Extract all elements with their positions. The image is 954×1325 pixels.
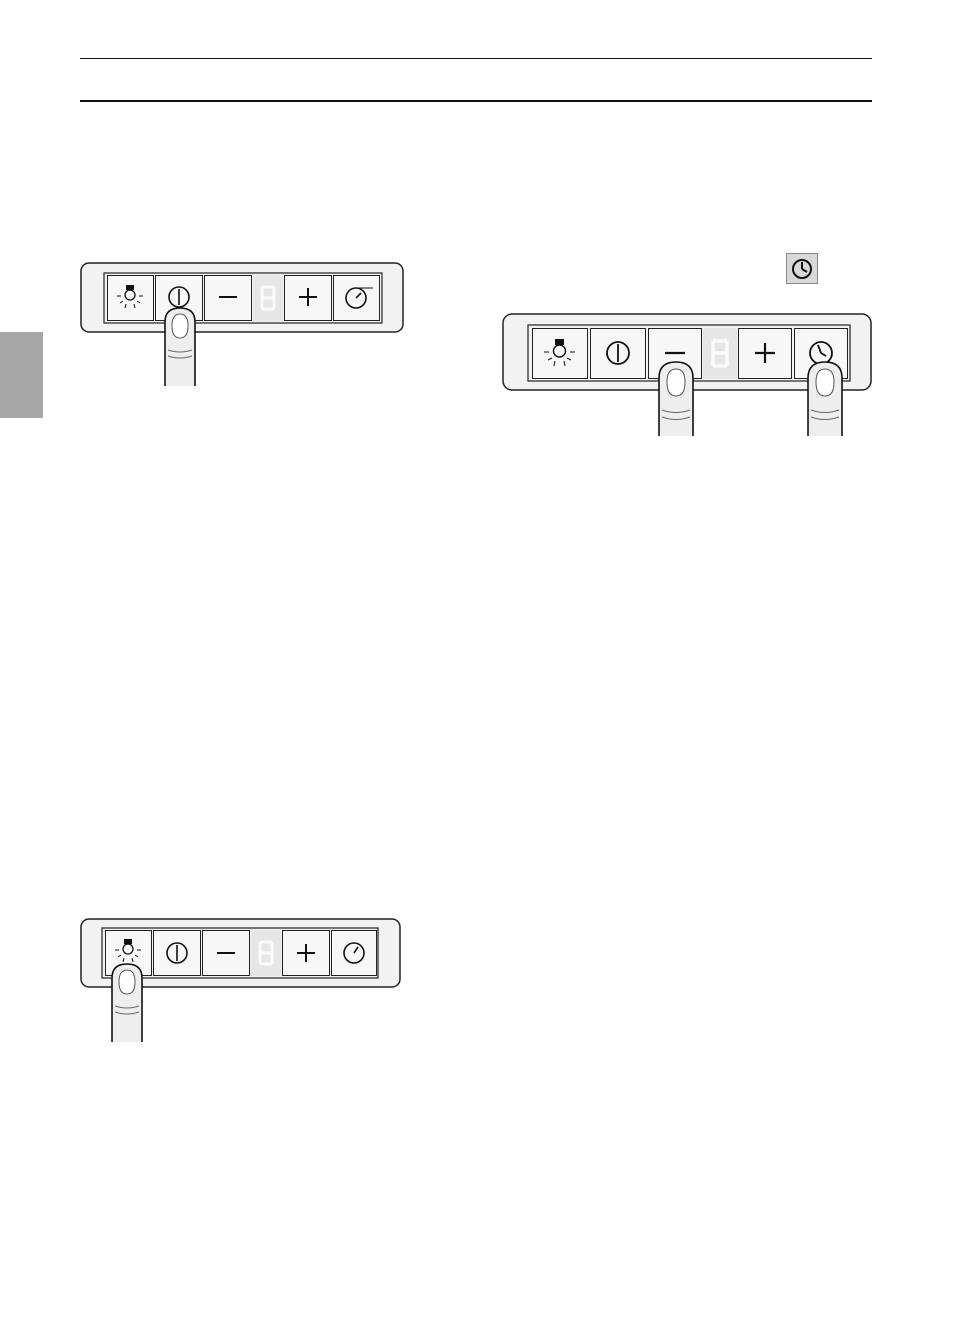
timer-button[interactable]: [333, 275, 380, 321]
timer-symbol: [786, 253, 818, 284]
finger-press-minus: [657, 360, 695, 436]
chapter-tab: [0, 332, 43, 418]
power-button[interactable]: [153, 930, 201, 976]
timer-icon: [786, 253, 818, 284]
level-display: [251, 930, 281, 976]
finger-press-power: [163, 306, 197, 386]
digit-display: [253, 275, 283, 321]
finger-press-timer: [806, 360, 844, 436]
light-button[interactable]: [532, 328, 588, 379]
finger-icon: [163, 306, 197, 386]
header-rule: [80, 58, 872, 59]
digit-display: [251, 930, 281, 976]
light-icon: [532, 328, 588, 379]
power-icon: [153, 930, 201, 976]
plus-icon: [284, 275, 332, 321]
plus-icon: [738, 328, 792, 379]
minus-button[interactable]: [204, 275, 252, 321]
power-icon: [590, 328, 646, 379]
finger-icon: [657, 360, 695, 436]
light-icon: [107, 275, 154, 321]
plus-button[interactable]: [282, 930, 330, 976]
light-button[interactable]: [107, 275, 154, 321]
level-display: [703, 328, 737, 379]
timer-icon: [331, 930, 377, 976]
level-display: [253, 275, 283, 321]
minus-icon: [204, 275, 252, 321]
finger-icon: [806, 360, 844, 436]
timer-icon: [333, 275, 380, 321]
plus-button[interactable]: [284, 275, 332, 321]
finger-press-light: [110, 962, 144, 1042]
power-button[interactable]: [590, 328, 646, 379]
control-panel-1: [80, 262, 404, 334]
finger-icon: [110, 962, 144, 1042]
minus-icon: [202, 930, 250, 976]
plus-icon: [282, 930, 330, 976]
minus-button[interactable]: [202, 930, 250, 976]
timer-button[interactable]: [331, 930, 377, 976]
digit-display: [703, 328, 737, 379]
plus-button[interactable]: [738, 328, 792, 379]
header-rule-thick: [80, 100, 872, 102]
